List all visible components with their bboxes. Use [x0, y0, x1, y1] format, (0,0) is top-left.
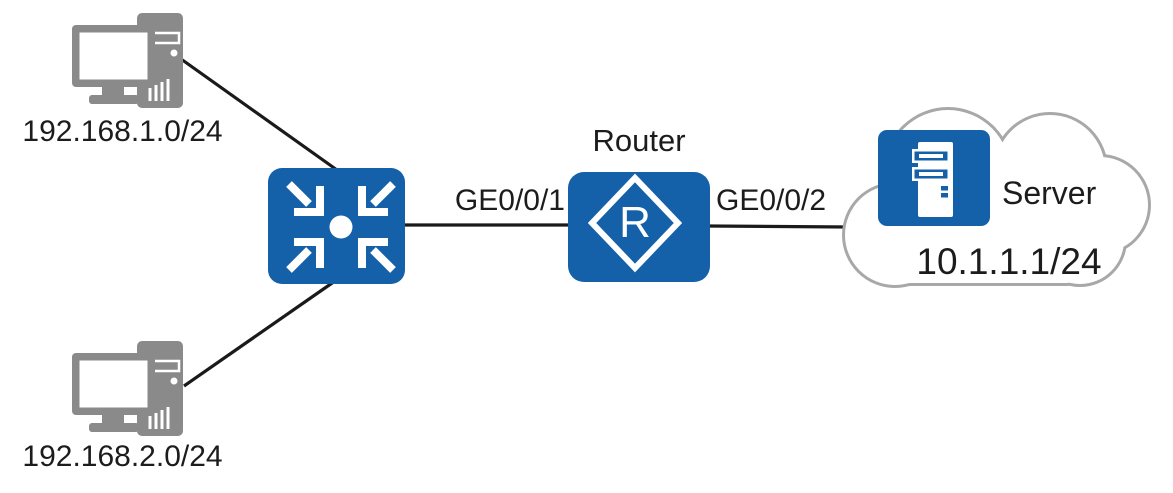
router-label: Router: [592, 123, 686, 158]
pc2-subnet-label: 192.168.2.0/24: [22, 440, 223, 473]
server-label: Server: [1002, 175, 1097, 211]
interface-label-ge0-0-2: GE0/0/2: [716, 184, 827, 217]
link-router-cloud: [708, 224, 849, 229]
server-icon: [878, 130, 990, 226]
router-symbol: R: [619, 198, 651, 247]
pc2-icon: [72, 341, 183, 436]
router-icon: [568, 172, 710, 282]
server-ip-label: 10.1.1.1/24: [916, 241, 1102, 282]
switch-icon: [268, 168, 405, 284]
link-pc1-switch: [180, 57, 338, 172]
pc1-icon: [72, 13, 183, 108]
pc1-subnet-label: 192.168.1.0/24: [22, 115, 223, 148]
cloud-icon: [842, 107, 1151, 288]
link-pc2-switch: [183, 279, 336, 388]
interface-label-ge0-0-1: GE0/0/1: [454, 184, 565, 217]
